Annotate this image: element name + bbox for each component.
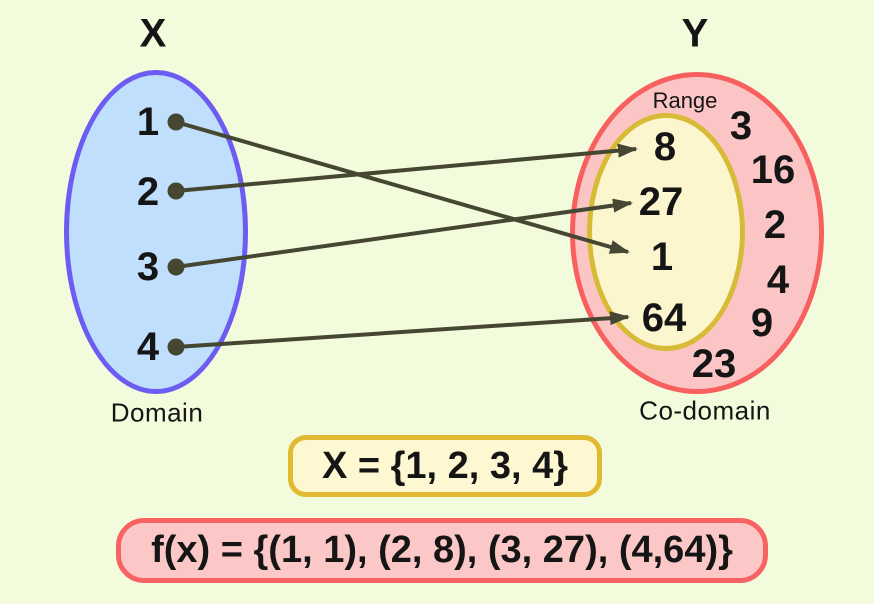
set-notation-text: X = {1, 2, 3, 4} — [321, 444, 569, 487]
domain-element-4: 4 — [136, 325, 160, 369]
codomain-element-23: 23 — [691, 342, 737, 386]
domain-label: Domain — [110, 397, 204, 428]
codomain-element-3: 3 — [729, 104, 753, 148]
set-notation-box: X = {1, 2, 3, 4} — [288, 435, 602, 497]
mapping-arrow-2-to-8 — [175, 143, 638, 193]
codomain-element-9: 9 — [750, 301, 774, 345]
range-element-8: 8 — [653, 125, 677, 169]
codomain-element-4: 4 — [766, 258, 790, 302]
set-x-title: X — [139, 11, 167, 56]
codomain-element-16: 16 — [750, 148, 796, 192]
function-notation-box: f(x) = {(1, 1), (2, 8), (3, 27), (4,64)} — [116, 518, 768, 583]
set-y-title: Y — [681, 11, 709, 56]
codomain-element-2: 2 — [763, 203, 787, 247]
codomain-label: Co-domain — [639, 395, 771, 426]
range-element-64: 64 — [641, 296, 687, 340]
domain-element-3: 3 — [136, 245, 160, 289]
range-element-27: 27 — [638, 180, 684, 224]
function-notation-text: f(x) = {(1, 1), (2, 8), (3, 27), (4,64)} — [151, 529, 733, 571]
range-label: Range — [652, 88, 718, 113]
domain-element-2: 2 — [136, 170, 160, 214]
range-element-1: 1 — [650, 235, 674, 279]
domain-element-1: 1 — [136, 100, 160, 144]
mapping-arrow-4-to-64 — [175, 311, 630, 349]
